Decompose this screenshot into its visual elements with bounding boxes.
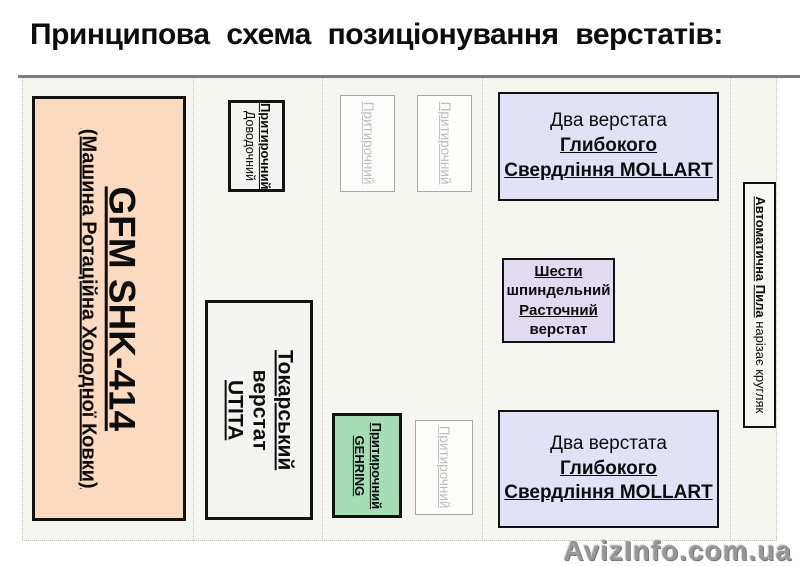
saw-rest-text: нарізає кругляк <box>752 317 768 414</box>
ghost-lapping-box-2: Притирочний <box>417 95 472 192</box>
mollart-top-label: Два верстата Глибокого Свердління MOLLAR… <box>504 109 713 183</box>
utita-line1: Токарський <box>273 349 297 471</box>
gfm-description-text: (Машина Ротаційна Холодної Ковки) <box>77 128 100 489</box>
column-divider-1 <box>193 78 194 541</box>
finishing-text: Доводочний <box>242 110 257 182</box>
utita-line3: UTITA <box>223 379 247 441</box>
gfm-model-text: GFM SHK-414 <box>101 186 143 431</box>
mollart-bottom-label: Два верстата Глибокого Свердління MOLLAR… <box>504 432 713 506</box>
utita-lathe-label: Токарський верстат UTITA <box>222 307 297 512</box>
mollart-bottom-box: Два верстата Глибокого Свердління MOLLAR… <box>498 410 719 528</box>
six-spindle-line4: верстат <box>529 321 588 338</box>
utita-lathe-box: Токарський верстат UTITA <box>205 300 313 520</box>
mollart-bold2-text: Свердління MOLLART <box>504 482 713 504</box>
six-spindle-line2: шпиндельний <box>506 282 611 299</box>
mollart-bold2-text: Свердління MOLLART <box>504 159 713 181</box>
six-spindle-line1: Шести <box>534 262 583 280</box>
title-rule <box>18 75 800 78</box>
ghost-lapping-label: Притирочний <box>360 102 376 185</box>
page-title: Принципова схема позиціонування верстаті… <box>30 18 723 51</box>
gehring-lapping-label: Притирочний GEHRING <box>350 418 384 514</box>
six-spindle-boring-box: Шести шпиндельний Расточний верстат <box>502 258 615 343</box>
ghost-lapping-box-1: Притирочний <box>340 95 395 192</box>
automatic-saw-box: Автоматична Пила нарізає кругляк <box>743 182 776 428</box>
column-divider-4 <box>730 78 731 541</box>
gehring-line2: GEHRING <box>352 435 367 496</box>
gfm-machine-label: GFM SHK-414 (Машина Ротаційна Холодної К… <box>75 105 142 513</box>
column-divider-3 <box>482 78 483 541</box>
mollart-bold1-text: Глибокого <box>559 135 658 157</box>
gehring-lapping-box: Притирочний GEHRING <box>332 413 402 518</box>
gfm-machine-box: GFM SHK-414 (Машина Ротаційна Холодної К… <box>32 96 186 521</box>
mollart-prefix-text: Два верстата <box>550 110 667 132</box>
lapping-finishing-label: Притирочний Доводочний <box>241 103 273 190</box>
lapping-text: Притирочний <box>257 103 273 190</box>
ghost-lapping-label: Притирочний <box>437 426 453 509</box>
lapping-finishing-box: Притирочний Доводочний <box>228 100 285 192</box>
mollart-bold1-text: Глибокого <box>559 457 658 479</box>
six-spindle-line3: Расточний <box>519 301 598 319</box>
gehring-line1: Притирочний <box>368 422 384 509</box>
saw-bold1-text: Автоматична <box>752 196 768 282</box>
automatic-saw-label: Автоматична Пила нарізає кругляк <box>752 186 768 424</box>
mollart-prefix-text: Два верстата <box>550 432 667 454</box>
watermark: AvizInfo.com.ua <box>563 535 792 566</box>
saw-bold2-text: Пила <box>752 285 768 318</box>
six-spindle-boring-label: Шести шпиндельний Расточний верстат <box>507 262 611 340</box>
column-divider-2 <box>322 78 323 541</box>
ghost-lapping-label: Притирочний <box>437 102 453 185</box>
mollart-top-box: Два верстата Глибокого Свердління MOLLAR… <box>498 92 719 201</box>
ghost-lapping-box-3: Притирочний <box>415 420 473 515</box>
utita-line2: верстат <box>248 369 272 451</box>
